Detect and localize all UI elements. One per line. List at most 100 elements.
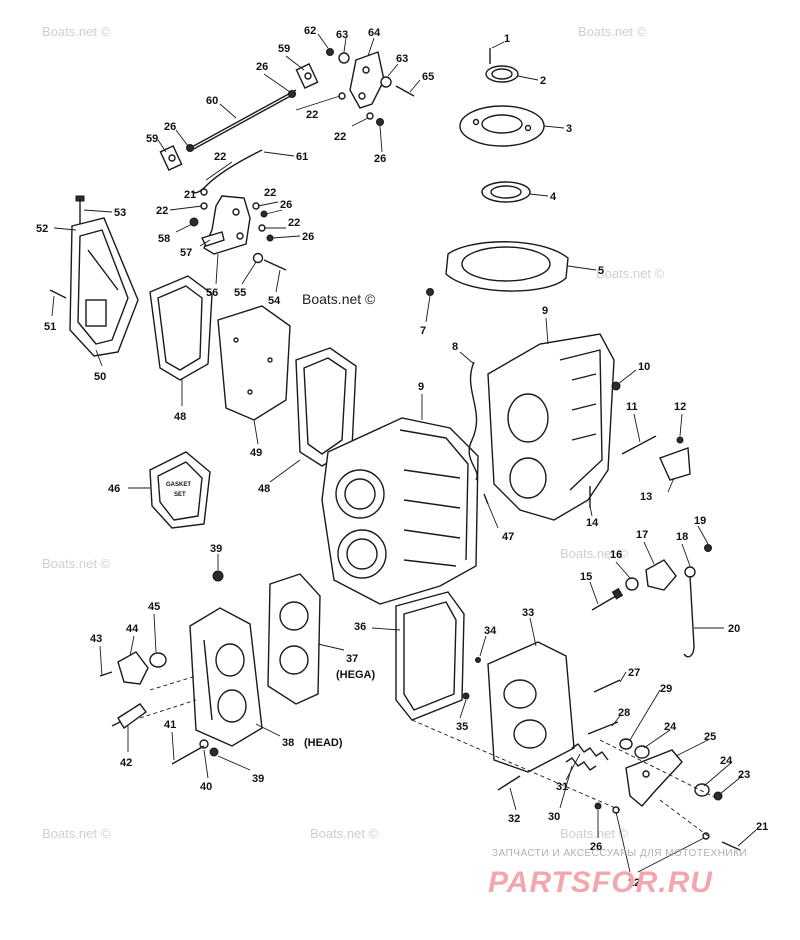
cylinder-bore-upper [335, 469, 385, 519]
washer-63 [380, 76, 392, 88]
callout-37: 37 [346, 653, 358, 665]
leader-54 [275, 269, 281, 293]
callout-40: 40 [200, 781, 212, 793]
spring-30 [565, 757, 597, 771]
watermark-boats: Boats.net © [560, 546, 629, 561]
callout-51: 51 [44, 321, 56, 333]
leader-28 [611, 715, 621, 727]
plate-3-hole [524, 124, 532, 132]
crankcase-half-right [487, 333, 615, 521]
leader-44 [129, 635, 135, 657]
callout-3: 3 [566, 123, 572, 135]
bracket-64-hole [358, 92, 366, 100]
leader-19 [697, 525, 709, 545]
leader-15 [589, 581, 599, 605]
assembly-line [599, 739, 721, 801]
screw-65 [395, 85, 415, 97]
callout-64: 64 [368, 27, 381, 39]
gasket-49 [217, 305, 291, 421]
callout-58: 58 [158, 233, 170, 245]
rod-20 [683, 575, 695, 658]
callout-20: 20 [728, 623, 740, 635]
arm-plate-56 [203, 195, 251, 255]
exhaust-cover-group [395, 591, 741, 851]
bushing-16 [625, 577, 639, 591]
sender-42-tip [111, 721, 121, 727]
leader-33 [529, 617, 537, 647]
screw-7 [426, 288, 434, 296]
leader-53 [83, 209, 113, 213]
callout-22: 22 [214, 151, 226, 163]
leader-26 [265, 209, 283, 215]
fitting-21 [721, 841, 741, 851]
crankcase-right-fin [571, 433, 597, 441]
crankcase-right-rib [559, 349, 603, 491]
leader-22 [637, 837, 705, 873]
callout-15: 15 [580, 571, 592, 583]
callout-44: 44 [126, 623, 139, 635]
bracket-64-hole [362, 66, 370, 74]
washer-29 [619, 738, 633, 750]
callout-29: 29 [660, 683, 672, 695]
plate-3-hole [472, 118, 480, 126]
leader-63 [343, 37, 347, 53]
screw-53-head [75, 195, 85, 202]
arm-plate-hole [232, 208, 240, 216]
pin-47 [483, 493, 489, 505]
leader-43 [99, 645, 103, 677]
cylinder-block-fin [403, 529, 461, 539]
callout-22: 22 [264, 187, 276, 199]
leader-59 [285, 55, 305, 71]
callout-26: 26 [374, 153, 386, 165]
callout-16: 16 [610, 549, 622, 561]
retainer-5-inner [461, 246, 551, 282]
leader-39 [217, 755, 251, 771]
leader-2 [517, 75, 539, 81]
gasket-set-box-face [157, 461, 203, 521]
callout-13: 13 [640, 491, 652, 503]
upper-bearing-group [426, 48, 569, 296]
leader-38 [255, 723, 281, 737]
transfer-cover-group [69, 217, 357, 467]
callout-10: 10 [638, 361, 650, 373]
crankcase-right-fin [571, 403, 597, 411]
assembly-lines [139, 675, 721, 837]
rod-60-edge [189, 92, 297, 152]
leader-55 [241, 261, 257, 285]
callout-9: 9 [418, 381, 424, 393]
bracket-64 [349, 51, 385, 109]
leader-22 [295, 95, 341, 111]
bolt-11 [621, 435, 657, 455]
hose-8 [468, 361, 478, 481]
leader-22 [205, 161, 233, 181]
gasket-45 [149, 652, 167, 668]
cover-50-window [85, 299, 107, 327]
leader-3 [543, 125, 565, 129]
cylinder-block-fin [403, 469, 461, 479]
dowel-34 [475, 657, 481, 663]
leader-32 [509, 787, 517, 811]
callout-21: 21 [756, 821, 768, 833]
callout-45: 45 [148, 601, 160, 613]
callout-22: 22 [334, 131, 346, 143]
callout-49: 49 [250, 447, 262, 459]
rod-60 [189, 89, 297, 149]
washer-63 [338, 52, 350, 64]
callout-60: 60 [206, 95, 218, 107]
leader-17 [643, 541, 655, 565]
leader-36 [371, 627, 401, 631]
gasket-49-hole [233, 337, 239, 343]
leader-14 [589, 505, 593, 517]
note-hega: (HEGA) [336, 669, 375, 681]
plate-3-center [481, 114, 523, 134]
gasket-36-inner [403, 601, 457, 711]
washer-22 [702, 832, 710, 840]
callout-33: 33 [522, 607, 534, 619]
leader-26 [379, 125, 383, 153]
callout-53: 53 [114, 207, 126, 219]
gasket-set-label: SET [174, 492, 186, 498]
cover-50-line [87, 249, 119, 291]
callout-1: 1 [504, 33, 510, 45]
leader-26 [263, 73, 291, 93]
callout-24: 24 [720, 755, 733, 767]
